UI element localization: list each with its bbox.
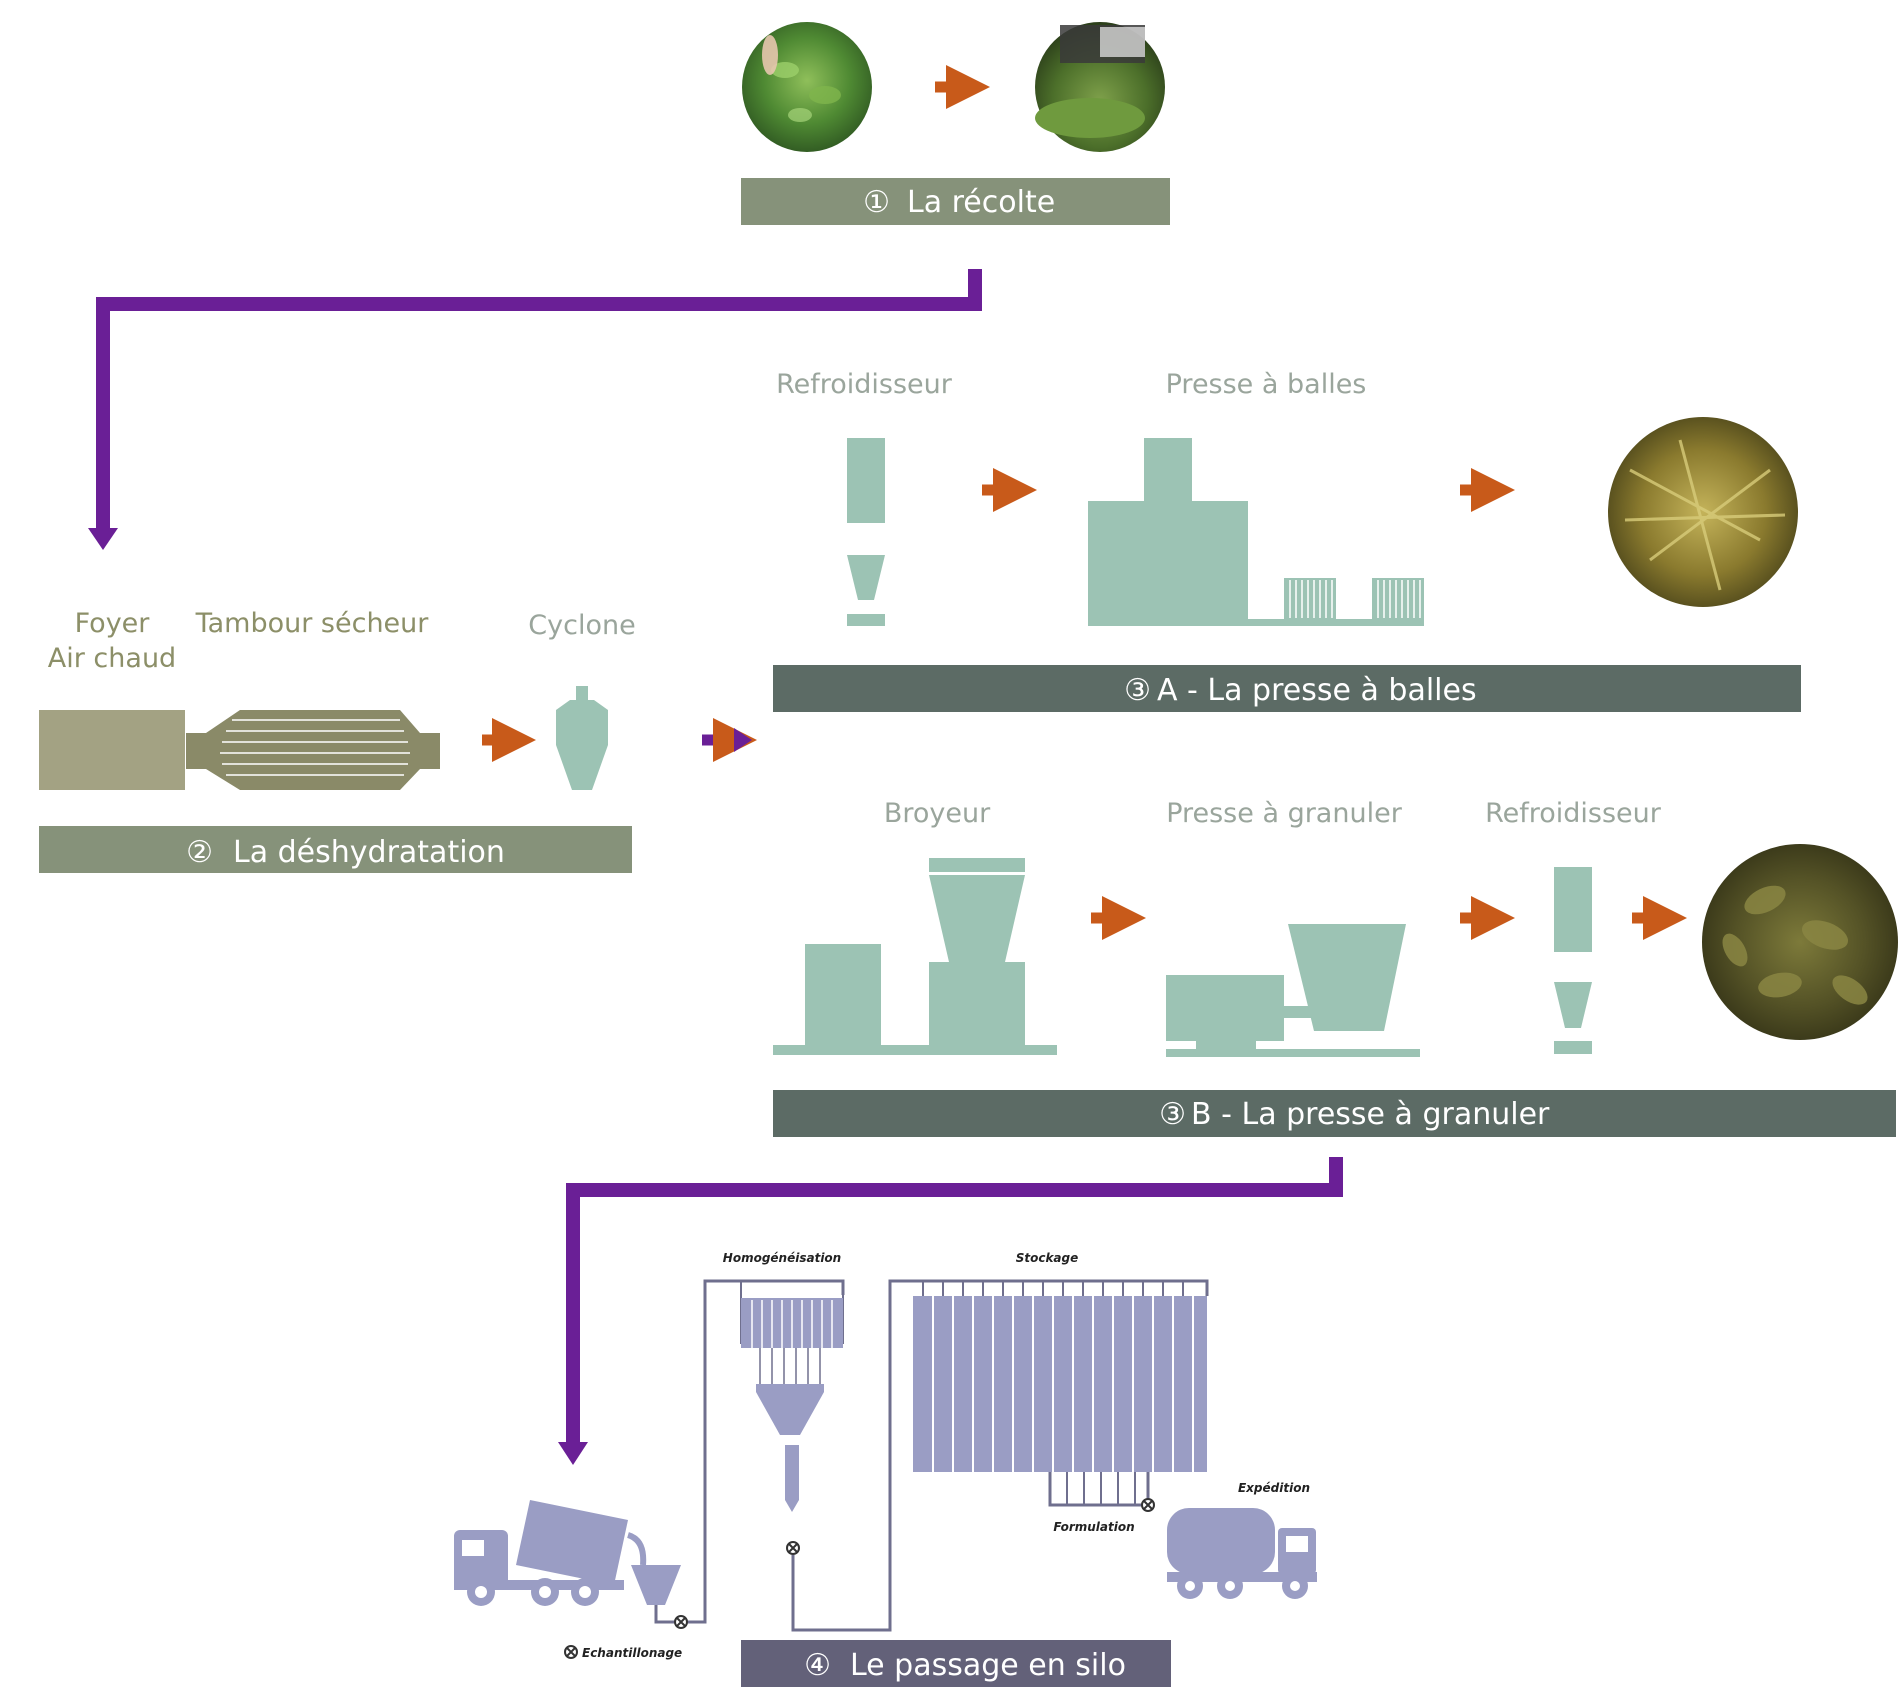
homogeneisation-label: Homogénéisation <box>723 1251 841 1265</box>
tambour-label: Tambour sécheur <box>195 608 430 639</box>
step3a-title: A - La presse à balles <box>1157 673 1477 708</box>
step3b-banner <box>773 1090 1896 1137</box>
pellets-photo <box>1702 844 1898 1040</box>
step1-title: La récolte <box>907 185 1055 220</box>
refroidisseur-a-label: Refroidisseur <box>776 369 953 400</box>
step1-banner <box>741 178 1170 225</box>
step4-banner <box>741 1640 1171 1687</box>
cyclone-label: Cyclone <box>528 610 635 641</box>
harvest-photo <box>1035 22 1165 152</box>
air-chaud-label: Air chaud <box>48 643 176 674</box>
incoming-truck-icon <box>454 1500 647 1606</box>
alfalfa-photo <box>742 22 872 152</box>
flow-arrowhead-3-to-4 <box>558 1442 588 1465</box>
receiving-hopper <box>631 1565 681 1605</box>
pellet-press-shape <box>1166 924 1420 1057</box>
bale-1 <box>1284 578 1336 619</box>
hay-bale-photo <box>1608 417 1798 607</box>
presse-balles-label: Presse à balles <box>1166 369 1367 400</box>
step2-number: ② <box>186 835 213 870</box>
broyeur-label: Broyeur <box>884 798 991 829</box>
furnace-block <box>39 710 185 790</box>
step3a-number: ③ <box>1124 673 1151 708</box>
homogenisation-unit <box>740 1280 844 1512</box>
echantillonage-label: Echantillonage <box>582 1646 682 1660</box>
cyclone-shape <box>556 686 608 790</box>
step2-dehydration: Foyer Air chaud Tambour sécheur Cyclone <box>39 608 757 873</box>
drying-drum <box>186 710 440 790</box>
flow-line-3-to-4 <box>566 1157 1343 1445</box>
storage-silos <box>913 1281 1207 1505</box>
refroidisseur-b-label: Refroidisseur <box>1485 798 1662 829</box>
shipping-truck-icon <box>1167 1508 1317 1599</box>
step3b-title: B - La presse à granuler <box>1191 1097 1550 1132</box>
step2-title: La déshydratation <box>233 835 505 870</box>
flow-arrowhead-1-to-2 <box>88 528 118 550</box>
cooler-b-shape <box>1554 867 1592 1054</box>
flow-line-1-to-2 <box>96 269 982 530</box>
step1-number: ① <box>863 185 890 220</box>
bale-2 <box>1372 578 1424 619</box>
step4-silo: Homogénéisation Stockage Formulation Exp… <box>454 1251 1317 1687</box>
step2-banner <box>39 826 632 873</box>
step1-harvest: ① La récolte <box>741 22 1170 225</box>
step3a-banner <box>773 665 1801 712</box>
step4-number: ④ <box>804 1648 831 1683</box>
grinder-shape <box>773 858 1057 1055</box>
stockage-label: Stockage <box>1016 1251 1079 1265</box>
purple-arrowhead <box>734 728 752 752</box>
cooler-a-shape <box>847 438 885 626</box>
foyer-label: Foyer <box>75 608 151 639</box>
step3b-number: ③ <box>1159 1097 1186 1132</box>
step4-title: Le passage en silo <box>850 1648 1126 1683</box>
step3b-pellet-press: Broyeur Presse à granuler Refroidisseur <box>773 798 1898 1137</box>
step3a-bale-press: Refroidisseur Presse à balles <box>773 369 1801 712</box>
formulation-label: Formulation <box>1053 1520 1134 1534</box>
presse-granuler-label: Presse à granuler <box>1166 798 1403 829</box>
baler-shape <box>1088 438 1424 626</box>
expedition-label: Expédition <box>1238 1481 1310 1495</box>
